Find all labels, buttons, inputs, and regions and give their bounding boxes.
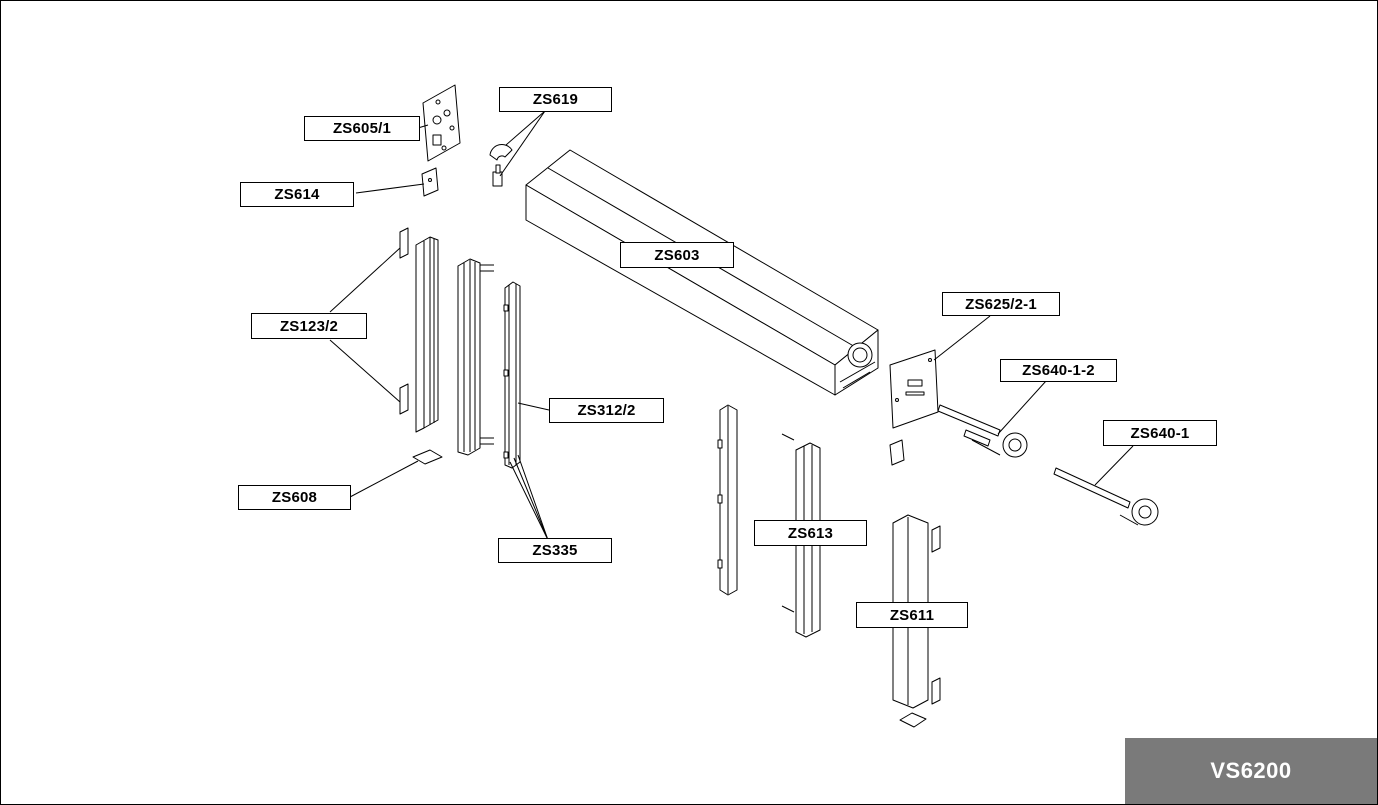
part-profile-middle [457, 258, 494, 456]
label-zs640-1: ZS640-1 [1103, 420, 1217, 446]
part-shaft-zs640-1 [1053, 467, 1159, 526]
label-zs614: ZS614 [240, 182, 354, 207]
label-zs613: ZS613 [754, 520, 867, 546]
part-profile-zs123-2 [399, 227, 439, 433]
part-housing-zs603 [525, 149, 879, 396]
part-shaft-zs640-1-2 [937, 404, 1028, 458]
part-bracket-zs614 [421, 167, 439, 197]
label-zs312-2: ZS312/2 [549, 398, 664, 423]
part-rail-left [717, 404, 738, 596]
label-zs608: ZS608 [238, 485, 351, 510]
label-zs619: ZS619 [499, 87, 612, 112]
label-zs611: ZS611 [856, 602, 968, 628]
label-zs605-1: ZS605/1 [304, 116, 420, 141]
part-clip-zs619 [489, 144, 513, 187]
part-plate-zs605-1 [422, 84, 461, 162]
label-zs123-2: ZS123/2 [251, 313, 367, 339]
label-zs625-2-1: ZS625/2-1 [942, 292, 1060, 316]
part-plate-zs625-2-1 [889, 349, 939, 466]
leader-lines [329, 110, 1134, 541]
part-plate-zs608 [412, 449, 443, 465]
part-rail-zs312-2 [503, 281, 521, 469]
label-zs603: ZS603 [620, 242, 734, 268]
model-badge: VS6200 [1125, 738, 1377, 804]
label-zs335: ZS335 [498, 538, 612, 563]
label-zs640-1-2: ZS640-1-2 [1000, 359, 1117, 382]
